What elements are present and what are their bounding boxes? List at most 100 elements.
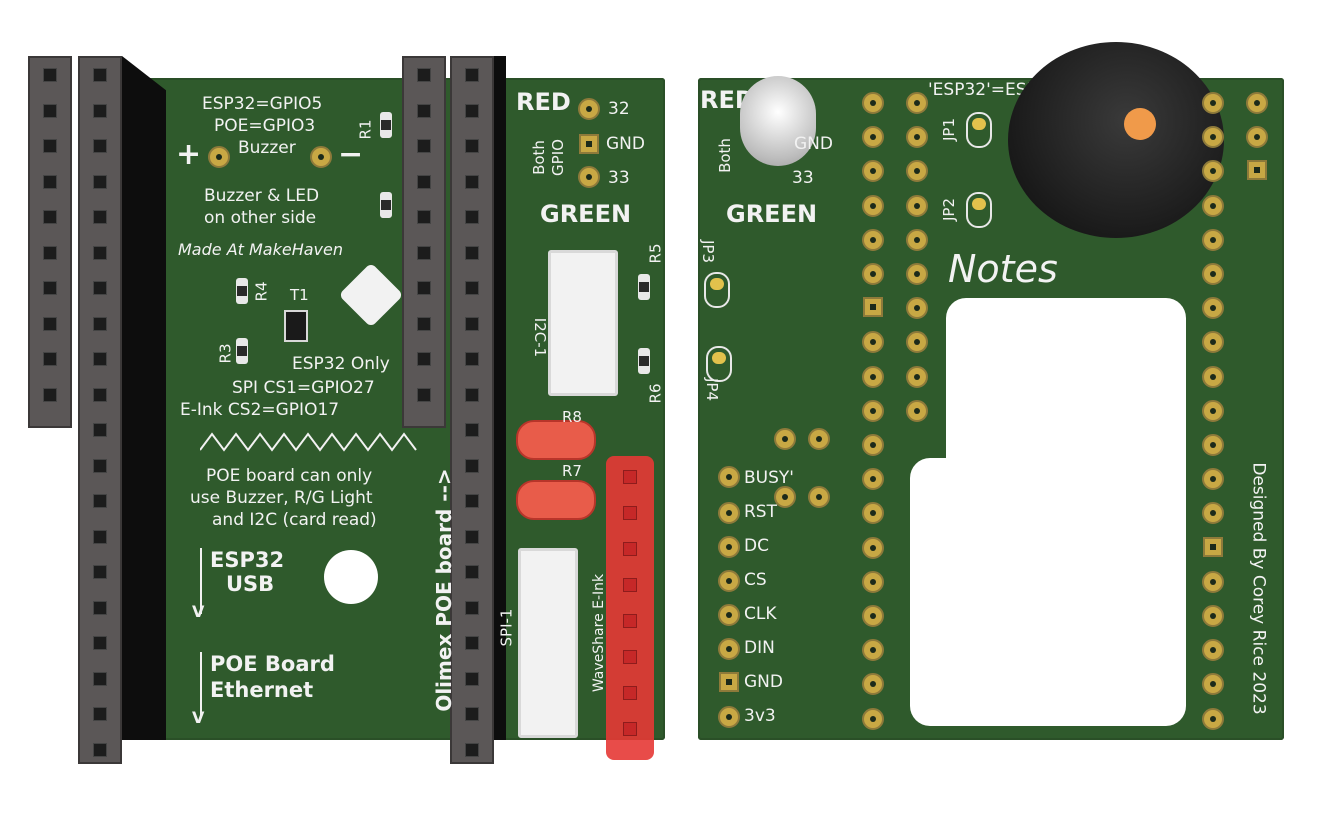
- round-pad: [1246, 126, 1268, 149]
- pad-clk: [718, 604, 740, 626]
- round-pad: [862, 570, 884, 593]
- jumper-jp1[interactable]: [966, 112, 992, 148]
- header-pin: [465, 281, 479, 295]
- buzzer-pad-minus: [310, 146, 332, 168]
- header-pin: [417, 281, 431, 295]
- pad-misc-1: [774, 428, 796, 450]
- waveshare-label: WaveShare E-Ink: [591, 573, 608, 693]
- round-pad: [862, 263, 884, 285]
- header-pin: [417, 103, 431, 118]
- header-pin: [43, 387, 57, 402]
- header-pin: [93, 565, 107, 579]
- header-pin: [93, 742, 107, 757]
- round-pad: [1202, 570, 1224, 593]
- round-pad: [862, 331, 884, 354]
- notes-label: Notes: [948, 247, 1058, 291]
- pin-33-label: 33: [608, 168, 630, 188]
- pin-32-label: 32: [608, 99, 630, 119]
- buzzer-led-note-2: on other side: [204, 208, 317, 228]
- both-gpio-label-1: Both: [529, 140, 548, 175]
- round-pad: [906, 365, 928, 388]
- eink-header-pin: [623, 542, 637, 556]
- header-pin: [465, 423, 479, 437]
- round-pad: [1202, 126, 1224, 149]
- round-pad: [906, 263, 928, 285]
- resistor-r2: [380, 192, 392, 218]
- esp32-arrow-line: [200, 548, 202, 614]
- resistor-r1: [380, 112, 392, 138]
- header-pin: [93, 352, 107, 366]
- header-pin: [417, 68, 431, 82]
- header-pin: [93, 458, 107, 473]
- round-pad: [1202, 263, 1224, 285]
- jp4-label: JP4: [703, 377, 722, 402]
- esp32-usb-label-1: ESP32: [210, 548, 285, 572]
- header-pin: [93, 174, 107, 189]
- pad-din: [718, 638, 740, 660]
- din-label: DIN: [744, 638, 775, 658]
- 3v3-label: 3v3: [744, 706, 776, 726]
- made-at-label: Made At MakeHaven: [178, 240, 344, 259]
- poe-note-1: POE board can only: [206, 466, 373, 486]
- r5-label: R5: [646, 243, 665, 264]
- round-pad: [862, 468, 884, 491]
- resistor-r6: [638, 348, 650, 374]
- square-pad: [1203, 536, 1223, 557]
- jp2-label: JP2: [940, 197, 959, 222]
- round-pad: [1202, 365, 1224, 388]
- round-pad: [862, 399, 884, 422]
- round-pad: [1202, 673, 1224, 696]
- round-pad: [906, 297, 928, 320]
- resistor-r7-body: [516, 480, 596, 520]
- pad-misc-3: [774, 486, 796, 508]
- eink-header-highlight: [606, 456, 654, 760]
- round-pad: [862, 92, 884, 114]
- header-pin: [93, 600, 107, 615]
- i2c-connector: [548, 250, 618, 396]
- header-pin: [465, 174, 479, 189]
- esp32-pin-label: 'ESP32'=ESP: [928, 80, 1037, 100]
- pad-3v3: [718, 706, 740, 728]
- jumper-jp4[interactable]: [706, 346, 732, 382]
- header-pin: [43, 245, 57, 260]
- header-pin: [43, 281, 57, 295]
- i2c-label: I2C-1: [531, 317, 550, 358]
- header-pin: [93, 245, 107, 260]
- buzzer: [1008, 42, 1224, 238]
- header-pin: [93, 281, 107, 295]
- header-pin: [465, 600, 479, 615]
- right-33-label: 33: [792, 168, 814, 188]
- round-pad: [1202, 399, 1224, 422]
- header-pin: [465, 529, 479, 544]
- pin-gnd-label: GND: [606, 134, 645, 154]
- pad-32: [578, 98, 600, 120]
- round-pad: [1202, 639, 1224, 662]
- jumper-jp3[interactable]: [704, 272, 730, 308]
- poe-arrow-head: V: [192, 708, 205, 727]
- busy-label: BUSY': [744, 468, 794, 488]
- mounting-hole-left: [324, 550, 378, 604]
- round-pad: [1202, 297, 1224, 320]
- header-pin: [43, 210, 57, 224]
- pad-misc-2: [808, 428, 830, 450]
- header-pin: [465, 636, 479, 650]
- zigzag-mark: [200, 432, 417, 452]
- header-pin: [417, 316, 431, 331]
- r1-label: R1: [356, 119, 375, 140]
- resistor-r4: [236, 278, 248, 304]
- round-pad: [862, 160, 884, 183]
- header-pin: [93, 707, 107, 721]
- led: [740, 76, 816, 166]
- header-pin: [417, 245, 431, 260]
- round-pad: [906, 194, 928, 217]
- round-pad: [1202, 605, 1224, 627]
- eink-header-pin: [623, 506, 637, 520]
- jumper-jp2[interactable]: [966, 192, 992, 228]
- resistor-r3: [236, 338, 248, 364]
- buzzer-minus: −: [338, 137, 364, 172]
- header-pin: [417, 352, 431, 366]
- eink-header-pin: [623, 470, 637, 484]
- header-pin: [43, 316, 57, 331]
- red-label: RED: [516, 88, 571, 116]
- round-pad: [1202, 502, 1224, 525]
